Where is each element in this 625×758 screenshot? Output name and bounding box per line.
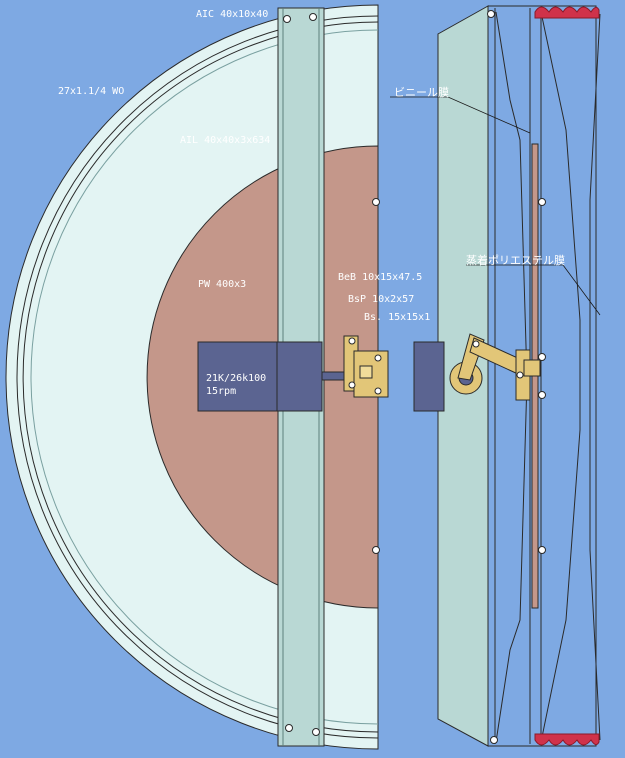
leader-lines — [390, 96, 601, 316]
label-motor-model: 21K/26k100 — [206, 373, 266, 384]
label-bsp: BsP 10x2x57 — [348, 294, 414, 305]
bolt — [374, 354, 382, 362]
label-bs: Bs. 15x15x1 — [364, 312, 430, 323]
bolt — [312, 728, 320, 736]
label-motor-speed: 15rpm — [206, 386, 236, 397]
bolt — [538, 353, 546, 361]
ring-line-3 — [30, 29, 379, 725]
bolt — [309, 13, 317, 21]
membrane-edge-bottom — [534, 733, 600, 746]
bolt — [487, 10, 495, 18]
label-ail: AIL 40x40x3x634 — [180, 135, 270, 146]
bolt — [538, 198, 546, 206]
ring-line-1 — [16, 15, 379, 739]
bolt — [285, 724, 293, 732]
label-pipe: 27x1.1/4 WO — [58, 86, 124, 97]
label-vinyl-membrane: ビニール膜 — [394, 86, 449, 99]
label-polyester-membrane: 蒸着ポリエステル膜 — [466, 253, 565, 267]
bolt — [348, 381, 356, 389]
ring-line-2 — [22, 21, 379, 733]
bolt — [538, 546, 546, 554]
membrane-edge-top — [534, 6, 600, 19]
annotations: AIC 40x10x40 27x1.1/4 WO AIL 40x40x3x634… — [58, 9, 565, 397]
side-view — [413, 5, 601, 747]
inner-panel — [487, 5, 597, 747]
bolt — [490, 736, 498, 744]
bolt — [348, 337, 356, 345]
motor-side — [413, 341, 445, 412]
bolt — [374, 387, 382, 395]
bolt — [372, 198, 380, 206]
bolt — [538, 391, 546, 399]
bolt — [372, 546, 380, 554]
bolt — [472, 340, 480, 348]
label-pw: PW 400x3 — [198, 279, 246, 290]
bolt — [516, 371, 524, 379]
front-view — [5, 4, 389, 750]
bolt — [283, 15, 291, 23]
label-beb: BeB 10x15x47.5 — [338, 272, 422, 283]
label-aic: AIC 40x10x40 — [196, 9, 268, 20]
